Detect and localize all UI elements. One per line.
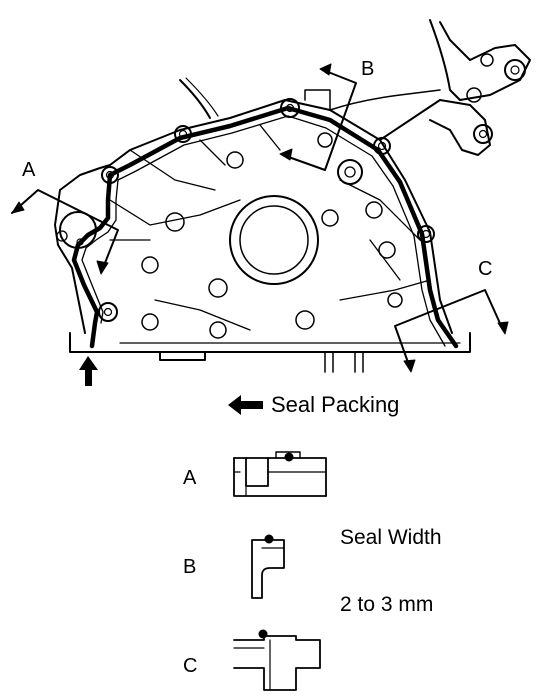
arrow-left-icon	[228, 395, 263, 415]
seal-width-label: Seal Width	[340, 526, 442, 549]
detail-c: C	[183, 629, 321, 691]
detail-b: B	[183, 534, 285, 599]
legend: Seal Packing	[228, 392, 399, 417]
section-cut-b	[279, 63, 357, 171]
detail-label-a: A	[183, 467, 197, 489]
section-label-a: A	[22, 159, 36, 181]
detail-label-b: B	[183, 556, 196, 578]
engine-cover	[54, 19, 531, 373]
seal-width-value: 2 to 3 mm	[340, 593, 433, 616]
seal-bead-a	[284, 452, 294, 462]
section-cut-a	[11, 189, 119, 275]
arrow-up-icon	[79, 356, 98, 386]
legend-text: Seal Packing	[271, 392, 399, 417]
seal-bead-c	[258, 629, 268, 639]
section-cut-c	[394, 289, 509, 373]
seal-width-callout: Seal Width 2 to 3 mm	[340, 526, 442, 616]
section-label-b: B	[361, 58, 374, 80]
detail-a: A	[183, 451, 327, 497]
seal-packing-line	[71, 98, 459, 349]
seal-bead-b	[264, 534, 274, 544]
section-label-c: C	[478, 258, 492, 280]
detail-label-c: C	[183, 655, 197, 677]
